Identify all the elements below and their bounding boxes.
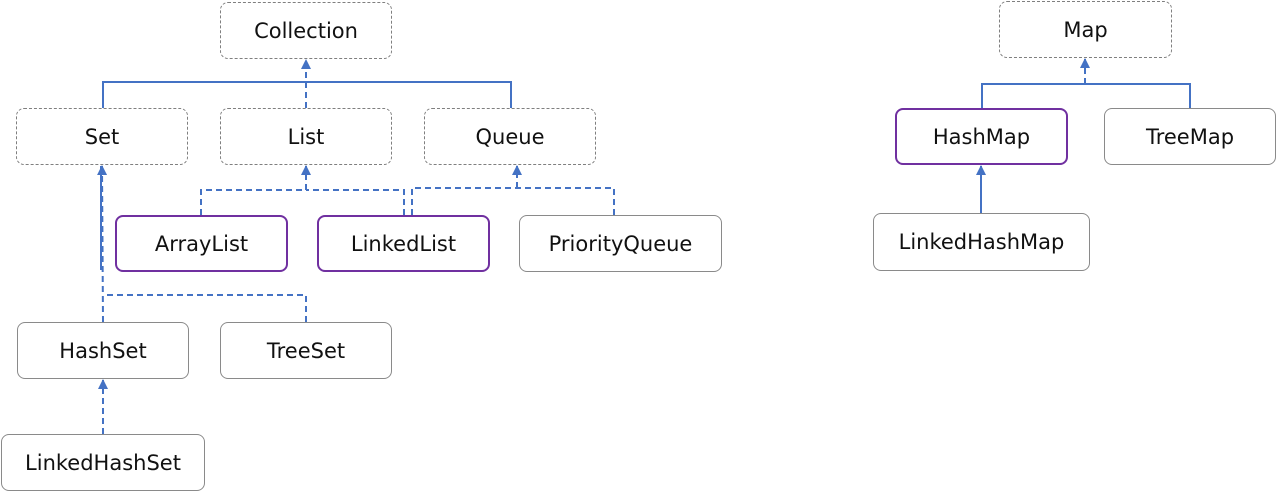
node-arraylist: ArrayList <box>115 215 288 272</box>
node-linkedhashmap: LinkedHashMap <box>873 213 1090 271</box>
edge-queue-to-collection <box>306 81 512 108</box>
edge-treemap-to-map <box>1085 83 1191 108</box>
node-treemap: TreeMap <box>1104 108 1276 165</box>
edge-priorityqueue-to-queue <box>517 187 615 215</box>
edge-hashmap-to-map <box>981 83 1085 108</box>
edge-set-to-collection <box>102 81 306 108</box>
node-linkedhashset: LinkedHashSet <box>1 434 205 491</box>
edge-linkedlist-to-list <box>306 189 405 215</box>
node-hashmap: HashMap <box>895 108 1068 165</box>
node-hashset: HashSet <box>17 322 189 379</box>
node-collection: Collection <box>220 2 392 59</box>
edge-hashset-to-set <box>97 165 108 323</box>
node-treeset: TreeSet <box>220 322 392 379</box>
node-map: Map <box>999 1 1172 58</box>
edge-arraylist-to-list <box>200 189 306 215</box>
node-linkedlist: LinkedList <box>317 215 490 272</box>
edge-linkedlist-to-queue <box>411 187 517 215</box>
node-priorityqueue: PriorityQueue <box>519 215 722 272</box>
node-queue: Queue <box>424 108 596 165</box>
edge-treeset-to-set <box>103 294 307 322</box>
node-set: Set <box>16 108 188 165</box>
node-list: List <box>220 108 392 165</box>
